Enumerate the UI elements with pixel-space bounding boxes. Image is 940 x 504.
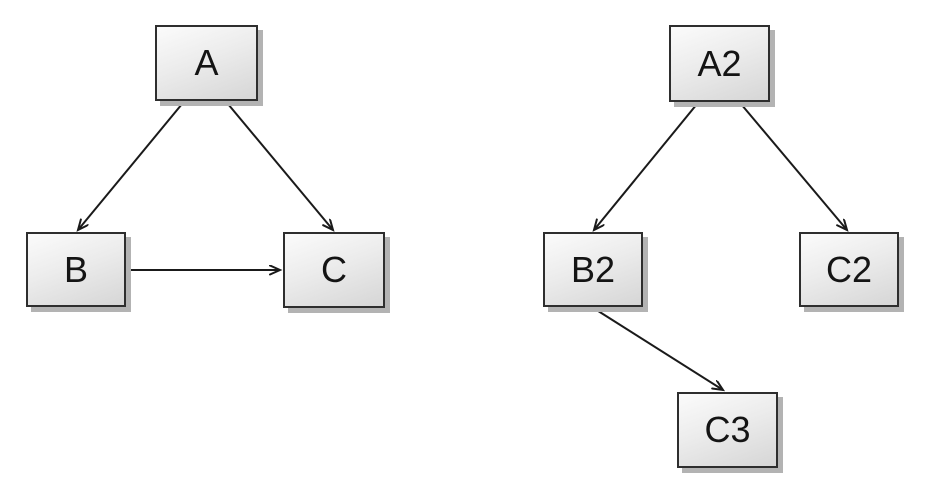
node-label-C2: C2: [825, 248, 873, 290]
node-label-B2: B2: [570, 248, 616, 290]
node-label-C: C: [321, 249, 347, 290]
node-label-B: B: [63, 248, 88, 290]
node-A[interactable]: A: [155, 25, 258, 101]
edge-B2-C3: [594, 308, 723, 390]
node-C[interactable]: C: [283, 232, 385, 308]
node-B[interactable]: B: [26, 232, 126, 307]
node-label-A2: A2: [697, 42, 742, 84]
node-C3[interactable]: C3: [677, 392, 778, 468]
node-C2[interactable]: C2: [799, 232, 899, 307]
edge-A2-B2: [594, 103, 698, 230]
node-label-C3: C3: [704, 409, 751, 450]
node-B2[interactable]: B2: [543, 232, 643, 307]
edge-A-C: [227, 103, 333, 230]
node-A2[interactable]: A2: [669, 25, 770, 102]
node-label-A: A: [194, 42, 219, 83]
edge-A-B: [78, 103, 183, 230]
edge-A2-C2: [740, 103, 847, 230]
